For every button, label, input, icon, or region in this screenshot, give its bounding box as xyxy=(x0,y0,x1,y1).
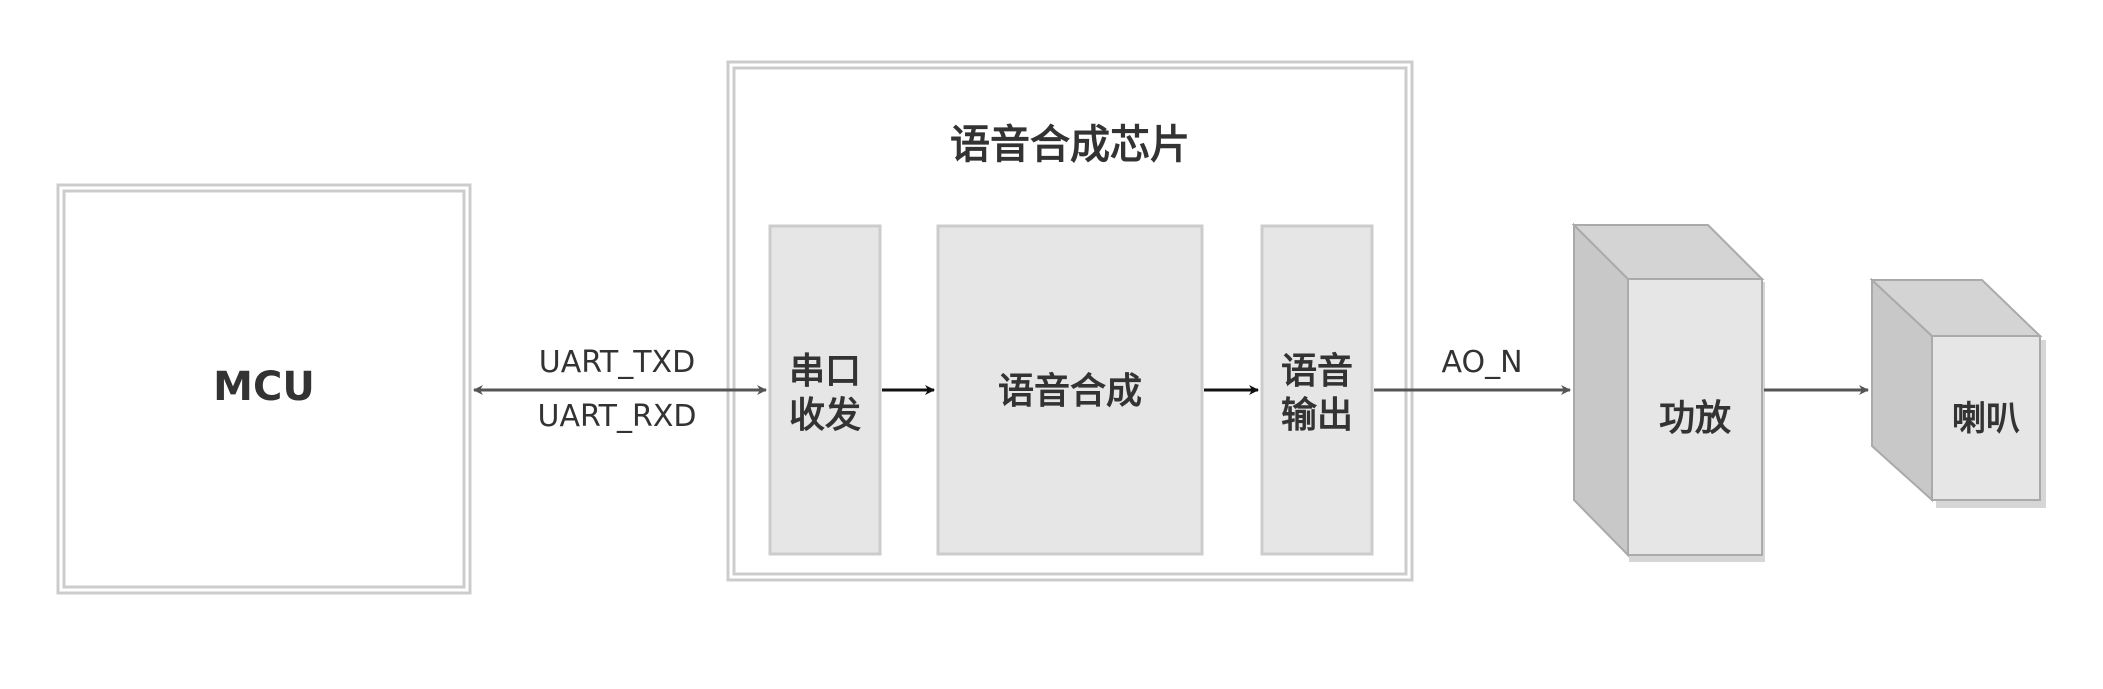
uart-rx-label: UART_RXD xyxy=(538,399,697,434)
synthesis-label: 语音合成 xyxy=(998,371,1142,412)
speaker-label: 喇叭 xyxy=(1952,399,2020,439)
uart-label-line1: 串口 xyxy=(789,351,861,392)
uart-label-line2: 收发 xyxy=(789,395,861,436)
mcu-label: MCU xyxy=(213,364,315,410)
mcu-block: MCU xyxy=(56,183,472,595)
output-label-line2: 输出 xyxy=(1281,395,1353,436)
amplifier-block: 功放 xyxy=(1571,222,1765,562)
uart-tx-label: UART_TXD xyxy=(539,345,695,380)
output-block: 语音 输出 xyxy=(1260,224,1374,556)
amplifier-label: 功放 xyxy=(1659,398,1731,439)
audio-out-label: AO_N xyxy=(1441,345,1522,380)
chip-title: 语音合成芯片 xyxy=(950,122,1190,168)
synthesis-block: 语音合成 xyxy=(936,224,1204,556)
output-label-line1: 语音 xyxy=(1281,351,1353,392)
uart-block: 串口 收发 xyxy=(768,224,882,556)
speaker-block: 喇叭 xyxy=(1869,277,2046,508)
